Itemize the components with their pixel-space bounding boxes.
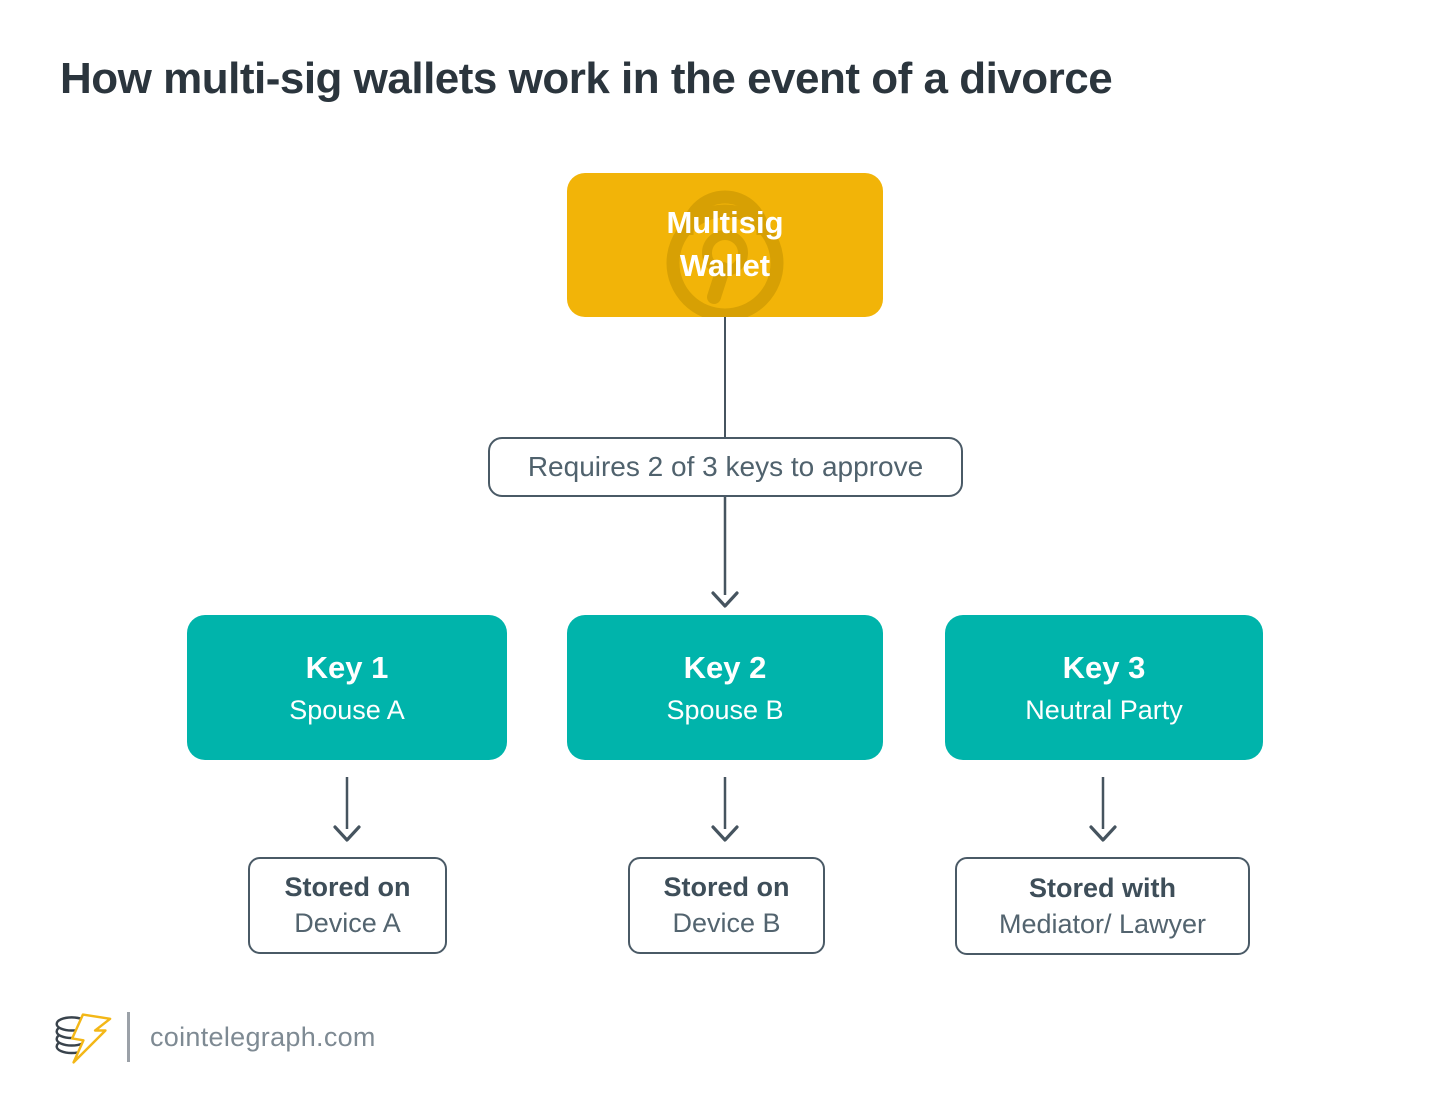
arrow-key3-to-storage bbox=[1089, 777, 1117, 842]
key3-subtitle: Neutral Party bbox=[1025, 694, 1183, 725]
storage-subtitle: Device A bbox=[294, 908, 401, 938]
key3-node: Key 3 Neutral Party bbox=[945, 615, 1263, 760]
storage-subtitle: Device B bbox=[672, 908, 781, 938]
arrow-key1-to-storage bbox=[333, 777, 361, 842]
storage-title: Stored on bbox=[663, 872, 790, 902]
key1-title: Key 1 bbox=[305, 649, 389, 685]
key1-subtitle: Spouse A bbox=[289, 694, 405, 725]
storage-box-device-b: Stored on Device B bbox=[628, 857, 825, 954]
key2-subtitle: Spouse B bbox=[666, 694, 784, 725]
connector-wallet-to-condition bbox=[724, 317, 726, 437]
storage-box-mediator-lawyer: Stored with Mediator/ Lawyer bbox=[955, 857, 1250, 955]
page-title: How multi-sig wallets work in the event … bbox=[60, 54, 1113, 103]
arrow-key2-to-storage bbox=[711, 777, 739, 842]
storage-title: Stored on bbox=[284, 872, 411, 902]
storage-title: Stored with bbox=[1029, 872, 1176, 903]
storage-subtitle: Mediator/ Lawyer bbox=[998, 908, 1207, 939]
arrow-condition-to-key2 bbox=[711, 497, 739, 608]
multisig-wallet-node: Multisig Wallet bbox=[567, 173, 883, 317]
storage-box-device-a: Stored on Device A bbox=[248, 857, 447, 954]
footer-site-text: cointelegraph.com bbox=[150, 1022, 376, 1052]
multisig-wallet-label: Multisig Wallet bbox=[666, 205, 784, 283]
condition-label: Requires 2 of 3 keys to approve bbox=[527, 451, 924, 482]
footer-divider bbox=[127, 1012, 130, 1062]
condition-box: Requires 2 of 3 keys to approve bbox=[488, 437, 963, 497]
key2-title: Key 2 bbox=[683, 649, 767, 685]
key2-node: Key 2 Spouse B bbox=[567, 615, 883, 760]
lightning-bolt-icon bbox=[70, 1013, 112, 1064]
cointelegraph-logo-icon bbox=[55, 1013, 112, 1064]
key1-node: Key 1 Spouse A bbox=[187, 615, 507, 760]
key3-title: Key 3 bbox=[1062, 649, 1146, 685]
